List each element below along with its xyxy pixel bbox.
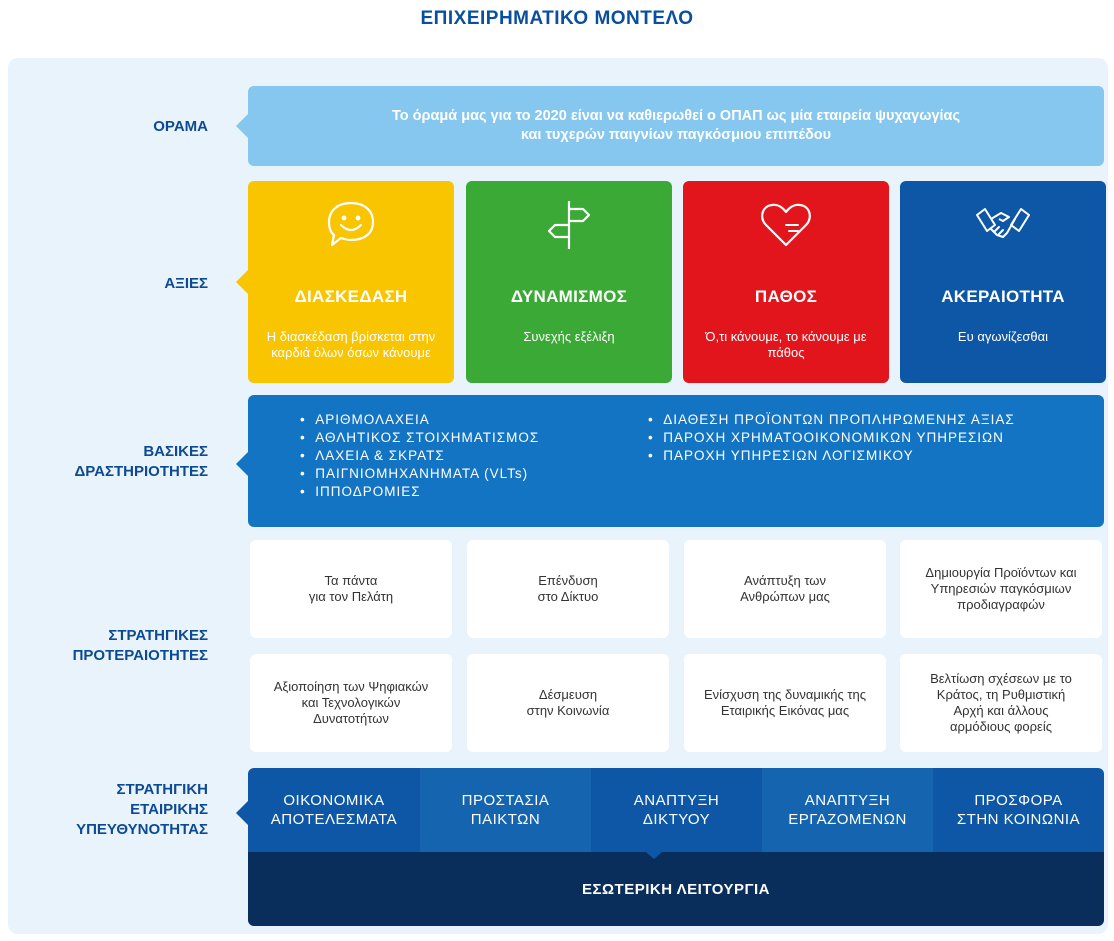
value-subtitle: Η διασκέδαση βρίσκεται στην καρδιά όλων … [266,329,436,360]
row-label-line: ΕΤΑΙΡΙΚΗΣ [130,801,208,818]
activities-box: ΑΡΙΘΜΟΛΑΧΕΙΑ ΑΘΛΗΤΙΚΟΣ ΣΤΟΙΧΗΜΑΤΙΣΜΟΣ ΛΑ… [248,395,1104,527]
handshake-icon [976,208,1030,238]
row-label-values: ΑΞΙΕΣ [164,275,208,292]
value-title: ΠΑΘΟΣ [754,287,818,306]
row-label-line: ΣΤΡΑΤΗΓΙΚΕΣ [108,627,208,644]
priority-text: Δημιουργία Προϊόντων και Υπηρεσιών παγκό… [925,565,1077,612]
vision-text-line: και τυχερών παιγνίων παγκόσμιου επιπέδου [520,127,832,143]
row-label-line: ΠΡΟΤΕΡΑΙΟΤΗΤΕΣ [72,647,208,664]
list-item: ΙΠΠΟΔΡΟΜΙΕΣ [300,483,539,501]
list-item: ΠΑΡΟΧΗ ΥΠΗΡΕΣΙΩΝ ΛΟΓΙΣΜΙΚΟΥ [648,447,1015,465]
row-label-priorities: ΣΤΡΑΤΗΓΙΚΕΣ ΠΡΟΤΕΡΑΙΟΤΗΤΕΣ [18,626,208,666]
csr-pillar-line: ΑΝΑΠΤΥΞΗ [804,792,891,809]
csr-pillar-line: ΕΡΓΑΖΟΜΕΝΩΝ [788,811,907,828]
csr-pillar-line: ΠΡΟΣΤΑΣΙΑ [461,792,550,809]
row-label-line: ΒΑΣΙΚΕΣ [143,443,208,460]
vision-text-line: Το όραμά μας για το 2020 είναι να καθιερ… [391,108,960,124]
csr-pillar-line: ΔΙΚΤΥΟΥ [642,811,711,828]
page-title: ΕΠΙΧΕΙΡΗΜΑΤΙΚΟ ΜΟΝΤΕΛΟ [420,8,694,29]
value-subtitle: Συνεχής εξέλιξη [523,329,615,344]
values-pointer [236,270,248,294]
priority-text: Τα πάντα για τον Πελάτη [308,573,394,604]
list-item: ΠΑΡΟΧΗ ΧΡΗΜΑΤΟΟΙΚΟΝΟΜΙΚΩΝ ΥΠΗΡΕΣΙΩΝ [648,429,1015,447]
priority-text: Ενίσχυση της δυναμικής της Εταιρικής Εικ… [703,687,867,718]
list-item: ΑΘΛΗΤΙΚΟΣ ΣΤΟΙΧΗΜΑΤΙΣΜΟΣ [300,429,539,447]
signpost-icon [547,201,591,249]
vision-box: Το όραμά μας για το 2020 είναι να καθιερ… [248,86,1104,166]
priority-text: Επένδυση στο Δίκτυο [537,573,599,604]
vision-pointer [236,114,248,138]
value-card-passion: ΠΑΘΟΣ Ό,τι κάνουμε, το κάνουμε με πάθος [683,181,889,383]
activities-list-left: ΑΡΙΘΜΟΛΑΧΕΙΑ ΑΘΛΗΤΙΚΟΣ ΣΤΟΙΧΗΜΑΤΙΣΜΟΣ ΛΑ… [300,411,539,501]
row-label-line: ΔΡΑΣΤΗΡΙΟΤΗΤΕΣ [74,463,208,480]
priority-card: Δημιουργία Προϊόντων και Υπηρεσιών παγκό… [900,540,1102,638]
value-card-dynamism: ΔΥΝΑΜΙΣΜΟΣ Συνεχής εξέλιξη [466,181,672,383]
priority-card: Βελτίωση σχέσεων με το Κράτος, τη Ρυθμισ… [900,654,1102,752]
csr-pillar-line: ΠΡΟΣΦΟΡΑ [974,792,1063,809]
row-label-line: ΣΤΡΑΤΗΓΙΚΗ [116,781,209,798]
csr-pillar-line: ΠΑΙΚΤΩΝ [470,811,541,828]
row-label-csr: ΣΤΡΑΤΗΓΙΚΗ ΕΤΑΙΡΙΚΗΣ ΥΠΕΥΘΥΝΟΤΗΤΑΣ [18,780,208,840]
list-item: ΔΙΑΘΕΣΗ ΠΡΟΪΟΝΤΩΝ ΠΡΟΠΛΗΡΩΜΕΝΗΣ ΑΞΙΑΣ [648,411,1015,429]
priority-card: Ανάπτυξη των Ανθρώπων μας [684,540,886,638]
priority-card: Αξιοποίηση των Ψηφιακών και Τεχνολογικών… [250,654,452,752]
value-subtitle: Ευ αγωνίζεσθαι [957,329,1049,344]
value-title: ΔΥΝΑΜΙΣΜΟΣ [510,287,628,306]
value-title: ΔΙΑΣΚΕΔΑΣΗ [294,287,408,306]
list-item: ΑΡΙΘΜΟΛΑΧΕΙΑ [300,411,539,429]
list-item: ΛΑΧΕΙΑ & ΣΚΡΑΤΣ [300,447,539,465]
csr-pillar: ΑΝΑΠΤΥΞΗ ΕΡΓΑΖΟΜΕΝΩΝ [762,768,933,852]
smiley-icon [327,201,375,247]
priority-card: Δέσμευση στην Κοινωνία [467,654,669,752]
row-label-vision: ΟΡΑΜΑ [153,118,208,135]
value-subtitle: Ό,τι κάνουμε, το κάνουμε με πάθος [705,329,867,360]
priority-card: Ενίσχυση της δυναμικής της Εταιρικής Εικ… [684,654,886,752]
value-title: ΑΚΕΡΑΙΟΤΗΤΑ [941,287,1065,306]
priority-card: Επένδυση στο Δίκτυο [467,540,669,638]
csr-pillar: ΠΡΟΣΤΑΣΙΑ ΠΑΙΚΤΩΝ [420,768,591,852]
heart-icon [761,203,811,247]
csr-pillar: ΠΡΟΣΦΟΡΑ ΣΤΗΝ ΚΟΙΝΩΝΙΑ [933,768,1104,852]
list-item: ΠΑΙΓΝΙΟΜΗΧΑΝΗΜΑΤΑ (VLTs) [300,465,539,483]
priority-text: Δέσμευση στην Κοινωνία [526,687,610,718]
csr-pillar-line: ΑΝΑΠΤΥΞΗ [633,792,720,809]
csr-down-pointer [646,852,662,859]
priority-card: Τα πάντα για τον Πελάτη [250,540,452,638]
priority-text: Βελτίωση σχέσεων με το Κράτος, τη Ρυθμισ… [930,671,1072,734]
internal-operation-bar: ΕΣΩΤΕΡΙΚΗ ΛΕΙΤΟΥΡΓΙΑ [248,852,1104,926]
activities-pointer [236,452,248,476]
value-card-integrity: ΑΚΕΡΑΙΟΤΗΤΑ Ευ αγωνίζεσθαι [900,181,1106,383]
csr-pillar-line: ΟΙΚΟΝΟΜΙΚΑ [283,792,385,809]
priority-text: Αξιοποίηση των Ψηφιακών και Τεχνολογικών… [273,679,429,726]
row-label-line: ΥΠΕΥΘΥΝΟΤΗΤΑΣ [76,821,208,838]
activities-list-right: ΔΙΑΘΕΣΗ ΠΡΟΪΟΝΤΩΝ ΠΡΟΠΛΗΡΩΜΕΝΗΣ ΑΞΙΑΣ ΠΑ… [648,411,1015,465]
csr-pillar-line: ΣΤΗΝ ΚΟΙΝΩΝΙΑ [956,811,1081,828]
csr-pillar: ΑΝΑΠΤΥΞΗ ΔΙΚΤΥΟΥ [591,768,762,852]
csr-pillar-line: ΑΠΟΤΕΛΕΣΜΑΤΑ [270,811,398,828]
csr-pillar: ΟΙΚΟΝΟΜΙΚΑ ΑΠΟΤΕΛΕΣΜΑΤΑ [248,768,420,852]
priority-text: Ανάπτυξη των Ανθρώπων μας [740,573,830,604]
value-card-fun: ΔΙΑΣΚΕΔΑΣΗ Η διασκέδαση βρίσκεται στην κ… [248,181,454,383]
csr-pointer [236,801,248,825]
row-label-activities: ΒΑΣΙΚΕΣ ΔΡΑΣΤΗΡΙΟΤΗΤΕΣ [18,442,208,482]
